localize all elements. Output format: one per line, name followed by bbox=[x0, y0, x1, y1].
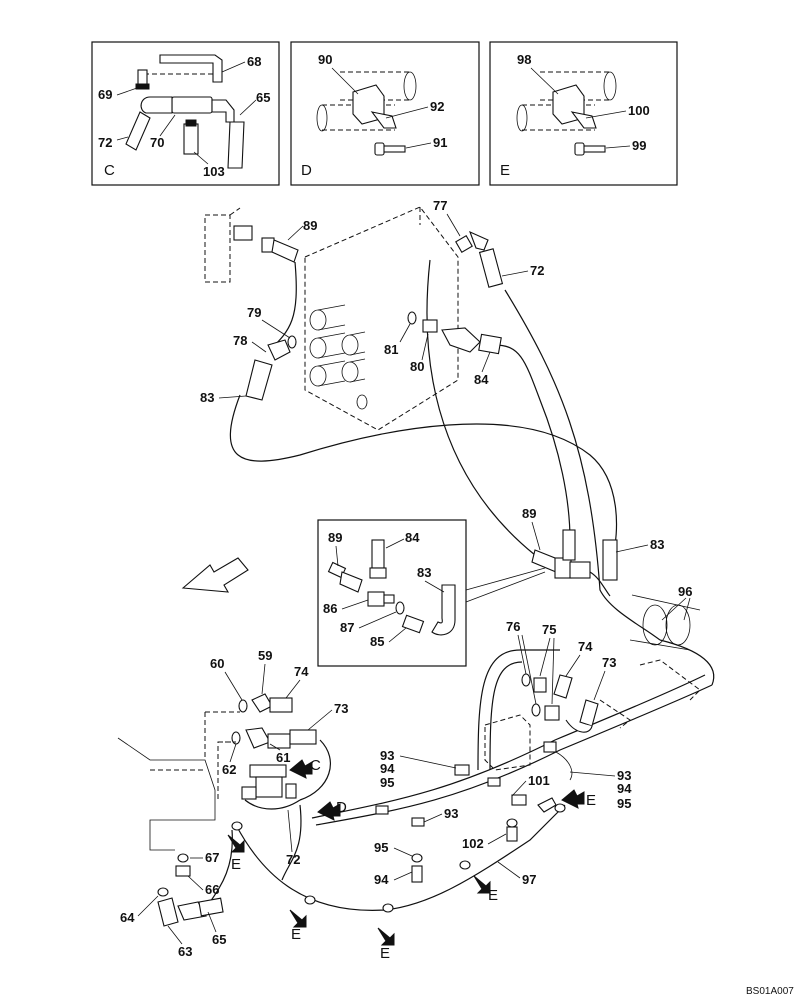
callout-70: 70 bbox=[150, 135, 164, 150]
detail-box-e-letter: E bbox=[500, 162, 510, 179]
callout-86: 86 bbox=[323, 601, 337, 616]
clamps bbox=[231, 741, 573, 913]
callout-81: 81 bbox=[384, 342, 398, 357]
callout-98: 98 bbox=[517, 52, 531, 67]
view-marker-d: D bbox=[336, 799, 347, 816]
callout-72-top: 72 bbox=[530, 263, 544, 278]
callout-84-top: 84 bbox=[474, 372, 489, 387]
callout-64: 64 bbox=[120, 910, 135, 925]
callout-83-mid: 83 bbox=[650, 537, 664, 552]
callout-62: 62 bbox=[222, 762, 236, 777]
drawing-code: BS01A007 bbox=[746, 986, 794, 997]
fitting-78-79 bbox=[245, 335, 297, 401]
callout-89-inset: 89 bbox=[328, 530, 342, 545]
fitting-77 bbox=[455, 230, 504, 288]
plate-lower-left bbox=[117, 737, 224, 927]
fitting-89-upper bbox=[233, 225, 299, 263]
view-marker-c: C bbox=[310, 757, 321, 774]
callout-74-left: 74 bbox=[294, 664, 309, 679]
detail-box-c-letter: C bbox=[104, 162, 115, 179]
callout-85: 85 bbox=[370, 634, 384, 649]
callout-75: 75 bbox=[542, 622, 556, 637]
callout-93-mid: 93 bbox=[380, 748, 394, 763]
callout-65-low: 65 bbox=[212, 932, 226, 947]
view-marker-e-5: E bbox=[586, 792, 596, 809]
callout-77: 77 bbox=[433, 198, 447, 213]
inset-box-couplings bbox=[317, 519, 546, 667]
callout-94-right: 94 bbox=[617, 781, 632, 796]
callout-90: 90 bbox=[318, 52, 332, 67]
callout-73-left: 73 bbox=[334, 701, 348, 716]
view-marker-e-2: E bbox=[291, 926, 301, 943]
control-valve-body bbox=[204, 206, 459, 431]
callout-93-right: 93 bbox=[617, 768, 631, 783]
callout-89-top: 89 bbox=[303, 218, 317, 233]
callout-74-right: 74 bbox=[578, 639, 593, 654]
callout-68: 68 bbox=[247, 54, 261, 69]
detail-box-e bbox=[489, 41, 678, 186]
callout-72: 72 bbox=[98, 135, 112, 150]
callout-92: 92 bbox=[430, 99, 444, 114]
callout-66: 66 bbox=[205, 882, 219, 897]
callout-78: 78 bbox=[233, 333, 247, 348]
callout-73-right: 73 bbox=[602, 655, 616, 670]
coupling-assembly-mid bbox=[531, 529, 618, 597]
detail-box-d-letter: D bbox=[301, 162, 312, 179]
callout-83-inset: 83 bbox=[417, 565, 431, 580]
callout-79: 79 bbox=[247, 305, 261, 320]
callout-95-mid: 95 bbox=[380, 775, 394, 790]
callout-100: 100 bbox=[628, 103, 650, 118]
callout-93-low: 93 bbox=[444, 806, 458, 821]
callout-59: 59 bbox=[258, 648, 272, 663]
manifold-75-76 bbox=[484, 673, 599, 771]
view-marker-arrows bbox=[227, 759, 585, 946]
callout-95-right: 95 bbox=[617, 796, 631, 811]
callout-97: 97 bbox=[522, 872, 536, 887]
callout-94-low: 94 bbox=[374, 872, 389, 887]
callout-65: 65 bbox=[256, 90, 270, 105]
callout-87: 87 bbox=[340, 620, 354, 635]
direction-arrow bbox=[181, 557, 249, 593]
callout-80: 80 bbox=[410, 359, 424, 374]
fittings-lower-left bbox=[204, 693, 317, 800]
callout-84-inset: 84 bbox=[405, 530, 420, 545]
callout-103: 103 bbox=[203, 164, 225, 179]
callout-95-low: 95 bbox=[374, 840, 388, 855]
callout-99: 99 bbox=[632, 138, 646, 153]
hose-routes-upper bbox=[229, 259, 661, 641]
callout-96: 96 bbox=[678, 584, 692, 599]
view-marker-e-3: E bbox=[380, 945, 390, 962]
callout-60: 60 bbox=[210, 656, 224, 671]
callout-69: 69 bbox=[98, 87, 112, 102]
callout-101: 101 bbox=[528, 773, 550, 788]
callout-83-top: 83 bbox=[200, 390, 214, 405]
detail-box-c bbox=[91, 41, 280, 186]
fitting-80-81 bbox=[407, 311, 502, 355]
view-marker-e-4: E bbox=[488, 887, 498, 904]
callout-102: 102 bbox=[462, 836, 484, 851]
callout-61: 61 bbox=[276, 750, 290, 765]
callout-91: 91 bbox=[433, 135, 447, 150]
callout-76: 76 bbox=[506, 619, 520, 634]
callout-94-mid: 94 bbox=[380, 761, 395, 776]
callout-89-mid: 89 bbox=[522, 506, 536, 521]
view-marker-e-1: E bbox=[231, 856, 241, 873]
callout-63: 63 bbox=[178, 944, 192, 959]
detail-box-d bbox=[290, 41, 480, 186]
callout-72-low: 72 bbox=[286, 852, 300, 867]
callout-67: 67 bbox=[205, 850, 219, 865]
